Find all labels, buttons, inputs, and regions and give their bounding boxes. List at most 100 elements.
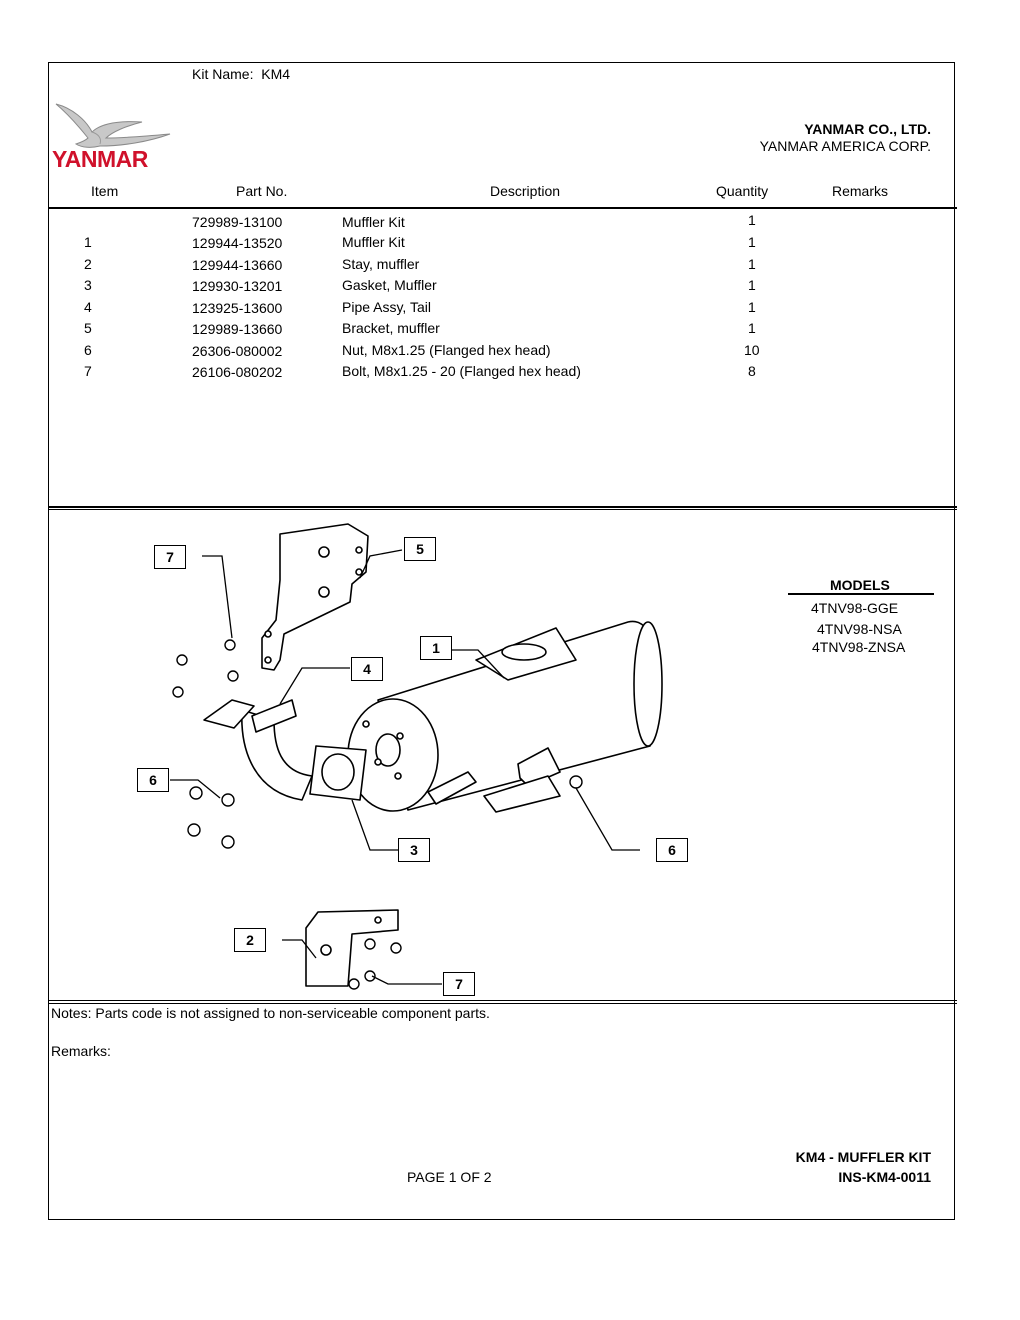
model-item: 4TNV98-GGE [811, 600, 899, 616]
bolt-icon [348, 978, 360, 990]
leader-line [351, 799, 398, 851]
leader-line [359, 549, 403, 579]
diagram-divider-2 [48, 1003, 957, 1004]
cell-quantity: 1 [748, 320, 756, 336]
cell-part-no: 26306-080002 [192, 343, 283, 359]
stud [396, 732, 404, 740]
leader-line [452, 649, 505, 679]
leader-line [575, 787, 640, 851]
nut-icon [221, 835, 235, 849]
remarks-label: Remarks: [51, 1043, 111, 1059]
yanmar-logo: YANMAR [52, 98, 176, 178]
cell-description: Muffler Kit [342, 214, 405, 230]
page-number: PAGE 1 OF 2 [407, 1169, 492, 1185]
cell-description: Stay, muffler [342, 256, 420, 272]
col-header-item: Item [91, 183, 119, 199]
document-number: INS-KM4-0011 [838, 1169, 931, 1185]
cell-description: Pipe Assy, Tail [342, 299, 431, 315]
muffler-bracket-part [261, 523, 369, 671]
stud [362, 720, 370, 728]
bracket-hole [318, 546, 330, 558]
stud [394, 772, 402, 780]
cell-item: 2 [84, 256, 92, 272]
cell-quantity: 8 [748, 363, 756, 379]
tail-pipe-part [241, 709, 313, 801]
bolt-icon [364, 970, 376, 982]
bracket-hole [355, 568, 363, 576]
nut-icon [187, 823, 201, 837]
seagull-logo-icon [55, 103, 171, 148]
stay-hole [320, 944, 332, 956]
col-header-quantity: Quantity [716, 183, 769, 199]
muffler-foot [427, 771, 477, 805]
models-title: MODELS [830, 577, 890, 593]
col-header-remarks: Remarks [832, 183, 889, 199]
cell-part-no: 123925-13600 [192, 300, 283, 316]
cell-description: Nut, M8x1.25 (Flanged hex head) [342, 342, 551, 358]
bracket-hole [264, 630, 272, 638]
company-name-primary: YANMAR CO., LTD. [804, 121, 931, 137]
callout-7: 7 [443, 972, 475, 996]
callout-4: 4 [351, 657, 383, 681]
table-divider [48, 506, 957, 508]
cell-description: Gasket, Muffler [342, 277, 437, 293]
cell-description: Bracket, muffler [342, 320, 440, 336]
cell-part-no: 26106-080202 [192, 364, 283, 380]
cell-quantity: 1 [748, 256, 756, 272]
cell-item: 4 [84, 299, 92, 315]
callout-1: 1 [420, 636, 452, 660]
col-header-description: Description [490, 183, 561, 199]
kit-name-value: KM4 [261, 66, 291, 82]
header-divider [48, 207, 957, 209]
stay-hole [374, 916, 382, 924]
nut-icon [569, 775, 583, 789]
cell-quantity: 10 [744, 342, 760, 358]
cell-description: Muffler Kit [342, 234, 405, 250]
leader-line [202, 555, 233, 639]
document-frame [48, 62, 955, 1220]
cell-part-no: 729989-13100 [192, 214, 283, 230]
cell-description: Bolt, M8x1.25 - 20 (Flanged hex head) [342, 363, 581, 379]
bracket-hole [318, 586, 330, 598]
callout-3: 3 [398, 838, 430, 862]
col-header-part-no: Part No. [236, 183, 288, 199]
kit-title: KM4 - MUFFLER KIT [795, 1149, 931, 1165]
callout-6: 6 [137, 768, 169, 792]
cell-part-no: 129944-13520 [192, 235, 283, 251]
leader-line [279, 667, 350, 705]
muffler-end-cap [633, 621, 663, 747]
table-divider-2 [48, 509, 957, 510]
company-name-secondary: YANMAR AMERICA CORP. [759, 138, 931, 154]
leader-line [371, 975, 442, 985]
callout-6: 6 [656, 838, 688, 862]
bolt-icon [172, 686, 184, 698]
callout-2: 2 [234, 928, 266, 952]
cell-item: 7 [84, 363, 92, 379]
callout-5: 5 [404, 537, 436, 561]
bolt-icon [364, 938, 376, 950]
cell-quantity: 1 [748, 212, 756, 228]
models-underline [788, 593, 934, 595]
bolt-icon [224, 639, 236, 651]
stud [374, 758, 382, 766]
tail-pipe-flange [203, 699, 255, 729]
callout-7: 7 [154, 545, 186, 569]
cell-quantity: 1 [748, 299, 756, 315]
cell-quantity: 1 [748, 277, 756, 293]
notes-text: Notes: Parts code is not assigned to non… [51, 1005, 490, 1021]
gasket-opening [321, 753, 355, 791]
muffler-inlet [375, 733, 401, 767]
cell-item: 5 [84, 320, 92, 336]
tail-pipe-elbow [251, 699, 297, 733]
bolt-icon [390, 942, 402, 954]
cell-part-no: 129989-13660 [192, 321, 283, 337]
model-item: 4TNV98-NSA [817, 621, 902, 637]
stay-part [305, 909, 399, 987]
nut-icon [221, 793, 235, 807]
bracket-hole [264, 656, 272, 664]
model-item: 4TNV98-ZNSA [812, 639, 906, 655]
bolt-icon [227, 670, 239, 682]
nut-icon [189, 786, 203, 800]
yanmar-wordmark: YANMAR [52, 146, 148, 172]
leader-line [282, 939, 317, 959]
